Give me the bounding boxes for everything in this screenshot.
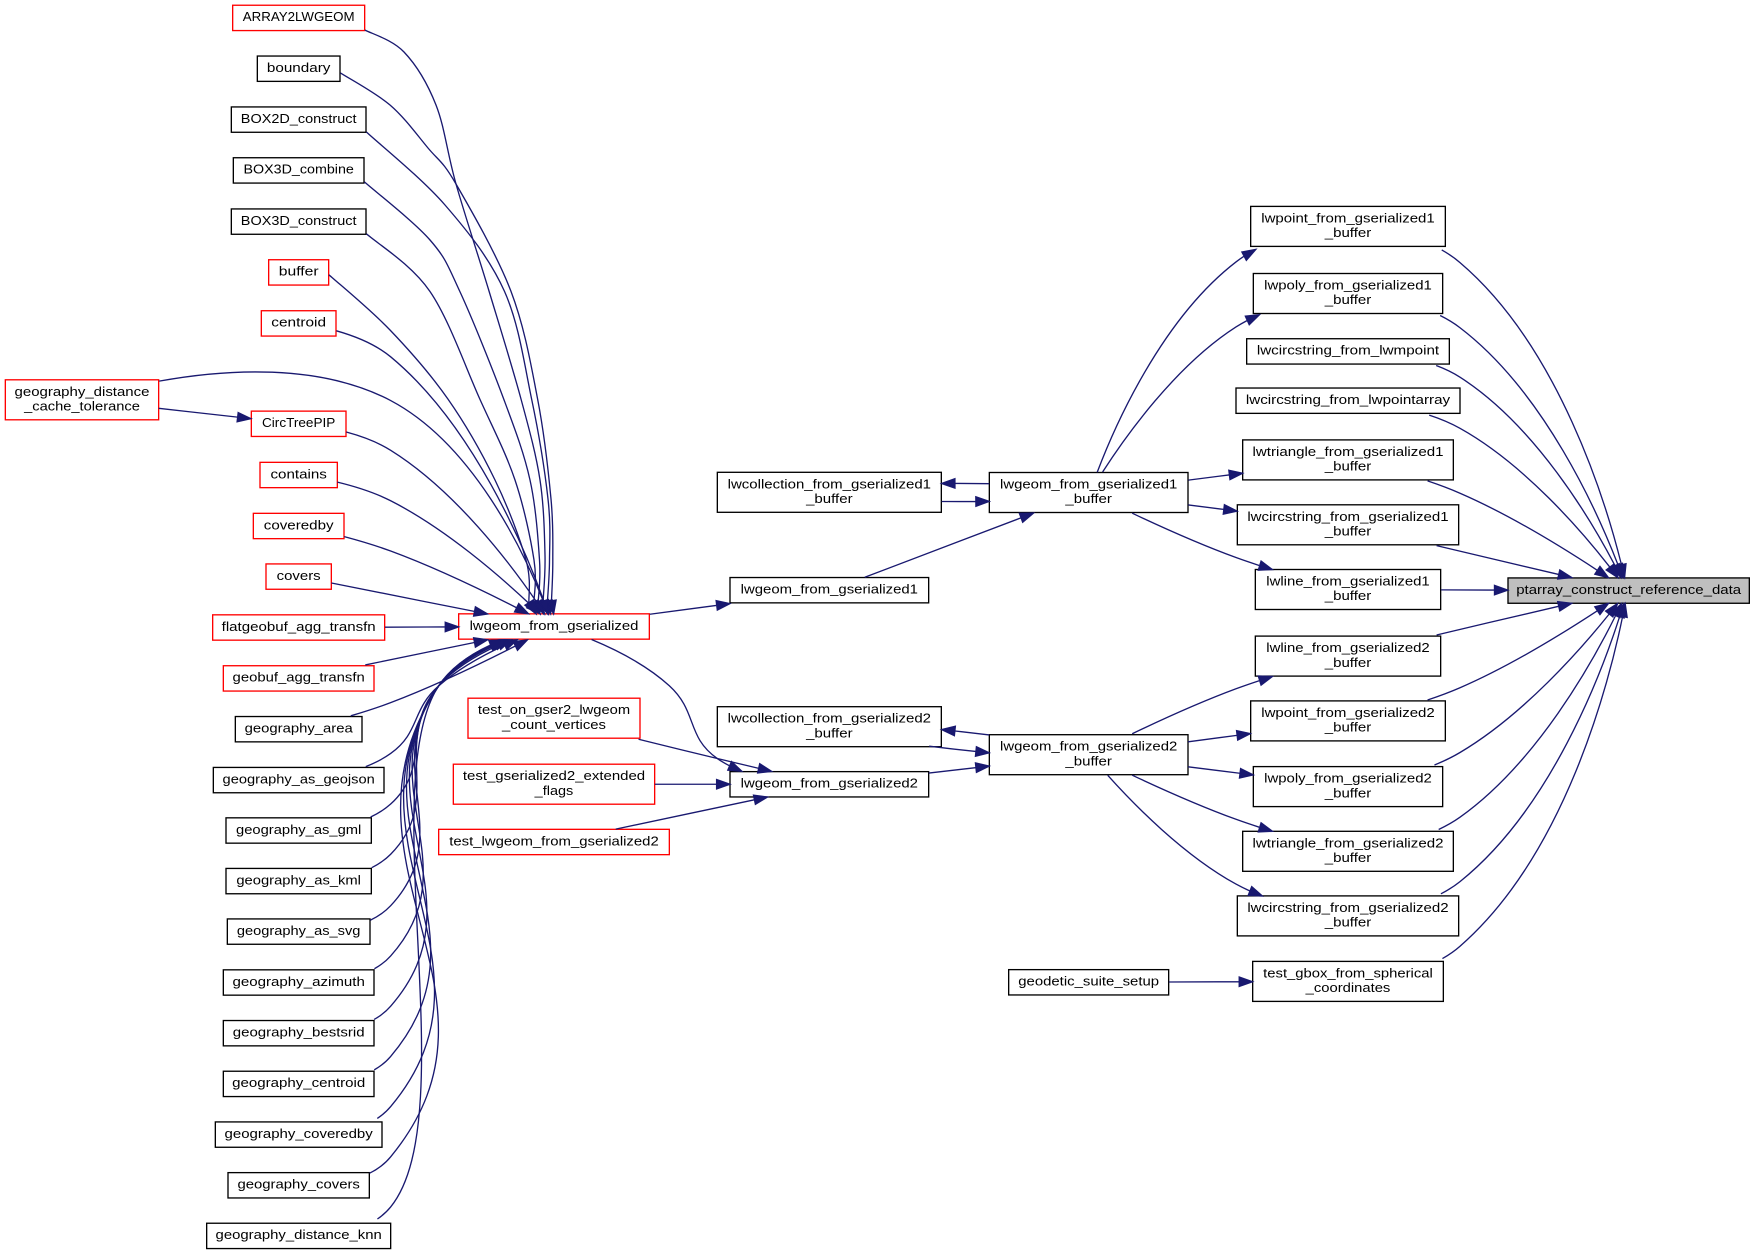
svg-text:_buffer: _buffer — [1324, 225, 1372, 240]
svg-text:test_on_gser2_lwgeom: test_on_gser2_lwgeom — [478, 702, 630, 717]
svg-text:test_gbox_from_spherical: test_gbox_from_spherical — [1263, 965, 1433, 980]
svg-text:lwpoint_from_gserialized1: lwpoint_from_gserialized1 — [1261, 210, 1435, 225]
svg-text:contains: contains — [270, 466, 327, 481]
svg-text:_buffer: _buffer — [1324, 785, 1372, 800]
svg-text:geodetic_suite_setup: geodetic_suite_setup — [1018, 974, 1159, 989]
svg-text:_buffer: _buffer — [1324, 655, 1372, 670]
svg-text:lwline_from_gserialized1: lwline_from_gserialized1 — [1266, 574, 1430, 589]
svg-text:lwgeom_from_gserialized1: lwgeom_from_gserialized1 — [1000, 477, 1177, 492]
svg-text:geobuf_agg_transfn: geobuf_agg_transfn — [233, 670, 365, 685]
svg-text:lwline_from_gserialized2: lwline_from_gserialized2 — [1266, 640, 1430, 655]
svg-text:geography_covers: geography_covers — [237, 1177, 360, 1192]
svg-text:_buffer: _buffer — [1324, 459, 1372, 474]
svg-text:geography_azimuth: geography_azimuth — [232, 974, 364, 989]
svg-text:lwcircstring_from_gserialized1: lwcircstring_from_gserialized1 — [1247, 509, 1448, 524]
svg-text:ptarray_construct_reference_da: ptarray_construct_reference_data — [1516, 582, 1742, 597]
svg-text:centroid: centroid — [271, 315, 326, 330]
svg-text:lwpoly_from_gserialized1: lwpoly_from_gserialized1 — [1264, 278, 1432, 293]
svg-text:_buffer: _buffer — [1324, 850, 1372, 865]
svg-text:BOX3D_combine: BOX3D_combine — [243, 162, 353, 177]
svg-text:lwcircstring_from_gserialized2: lwcircstring_from_gserialized2 — [1247, 900, 1448, 915]
svg-text:BOX3D_construct: BOX3D_construct — [241, 213, 357, 228]
svg-text:geography_coveredby: geography_coveredby — [225, 1126, 374, 1141]
svg-text:lwcollection_from_gserialized2: lwcollection_from_gserialized2 — [728, 711, 931, 726]
svg-text:lwgeom_from_gserialized2: lwgeom_from_gserialized2 — [1000, 739, 1177, 754]
svg-text:lwcollection_from_gserialized1: lwcollection_from_gserialized1 — [728, 476, 931, 491]
svg-text:lwtriangle_from_gserialized2: lwtriangle_from_gserialized2 — [1253, 835, 1444, 850]
svg-text:test_gserialized2_extended: test_gserialized2_extended — [463, 768, 645, 783]
svg-text:geography_as_svg: geography_as_svg — [237, 923, 361, 938]
svg-text:geography_as_gml: geography_as_gml — [236, 822, 361, 837]
svg-text:_buffer: _buffer — [1324, 915, 1372, 930]
svg-text:geography_bestsrid: geography_bestsrid — [233, 1025, 365, 1040]
svg-text:lwgeom_from_gserialized: lwgeom_from_gserialized — [470, 618, 639, 633]
svg-text:_buffer: _buffer — [1324, 588, 1372, 603]
svg-text:lwcircstring_from_lwmpoint: lwcircstring_from_lwmpoint — [1257, 343, 1440, 358]
svg-text:flatgeobuf_agg_transfn: flatgeobuf_agg_transfn — [222, 619, 376, 634]
svg-text:CircTreePIP: CircTreePIP — [262, 415, 335, 430]
svg-text:lwgeom_from_gserialized2: lwgeom_from_gserialized2 — [741, 776, 918, 791]
svg-text:_cache_tolerance: _cache_tolerance — [23, 398, 140, 413]
svg-text:coveredby: coveredby — [264, 517, 334, 532]
svg-text:covers: covers — [277, 568, 321, 583]
svg-text:test_lwgeom_from_gserialized2: test_lwgeom_from_gserialized2 — [449, 833, 659, 848]
svg-text:_buffer: _buffer — [1324, 720, 1372, 735]
svg-text:lwgeom_from_gserialized1: lwgeom_from_gserialized1 — [741, 582, 918, 597]
svg-text:_buffer: _buffer — [805, 491, 853, 506]
svg-text:geography_area: geography_area — [245, 721, 354, 736]
svg-text:BOX2D_construct: BOX2D_construct — [241, 111, 357, 126]
svg-text:_buffer: _buffer — [1324, 523, 1372, 538]
svg-text:_buffer: _buffer — [1064, 491, 1112, 506]
svg-text:_buffer: _buffer — [805, 725, 853, 740]
svg-text:lwtriangle_from_gserialized1: lwtriangle_from_gserialized1 — [1253, 444, 1444, 459]
svg-text:lwcircstring_from_lwpointarray: lwcircstring_from_lwpointarray — [1246, 392, 1451, 407]
svg-text:geography_as_kml: geography_as_kml — [236, 872, 361, 887]
svg-text:_buffer: _buffer — [1324, 292, 1372, 307]
svg-text:lwpoly_from_gserialized2: lwpoly_from_gserialized2 — [1264, 771, 1432, 786]
svg-text:geography_as_geojson: geography_as_geojson — [223, 771, 375, 786]
svg-text:boundary: boundary — [267, 60, 331, 75]
svg-text:lwpoint_from_gserialized2: lwpoint_from_gserialized2 — [1261, 705, 1435, 720]
svg-text:geography_centroid: geography_centroid — [232, 1075, 365, 1090]
svg-text:geography_distance_knn: geography_distance_knn — [216, 1227, 382, 1242]
svg-text:_count_vertices: _count_vertices — [501, 717, 606, 732]
svg-text:buffer: buffer — [279, 264, 319, 279]
svg-text:_flags: _flags — [534, 783, 574, 798]
svg-text:_buffer: _buffer — [1064, 753, 1112, 768]
svg-text:_coordinates: _coordinates — [1305, 980, 1391, 995]
svg-text:geography_distance: geography_distance — [15, 384, 150, 399]
svg-text:ARRAY2LWGEOM: ARRAY2LWGEOM — [243, 9, 355, 24]
